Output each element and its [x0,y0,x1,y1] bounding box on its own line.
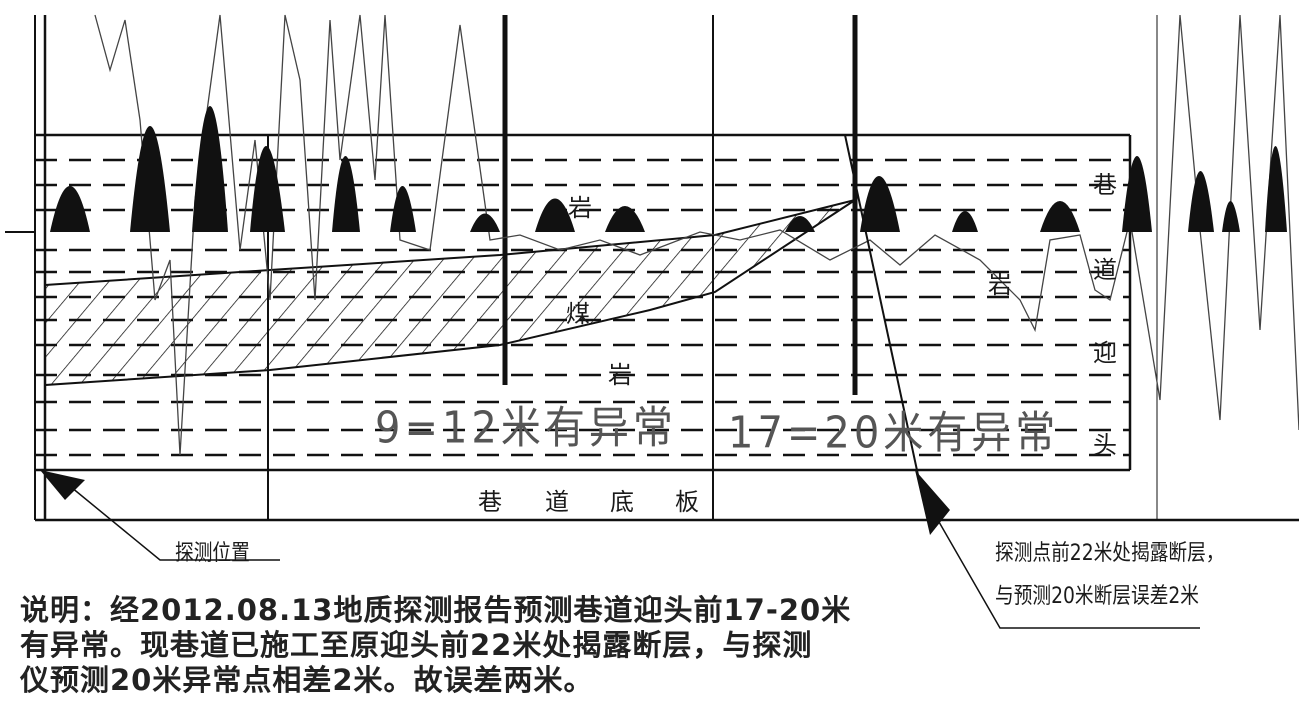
heading-label-3: 迎 [1093,339,1117,367]
fault-line [59,134,1200,629]
waveform [94,14,1299,456]
rock-label-right: 岩 [988,271,1012,299]
description-line-2: 有异常。现巷道已施工至原迎头前22米处揭露断层，与探测 [20,628,813,662]
coal-label: 煤 [566,300,590,328]
amplitude-peaks [50,106,1287,232]
rock-label-upper: 岩 [568,194,592,222]
floor-label-4: 板 [675,488,699,516]
anomaly-label-17-20m: 17=20米有异常 [728,408,1060,459]
floor-label-1: 巷 [478,488,502,516]
anomaly-label-9-12m: 9=12米有异常 [375,403,677,454]
fault-note-line-2: 与预测20米断层误差2米 [995,584,1199,609]
heading-label-2: 道 [1093,256,1117,284]
coal-seam [44,199,856,387]
description-line-3: 仪预测20米异常点相差2米。故误差两米。 [20,663,594,697]
rock-label-lower: 岩 [608,361,632,389]
description-line-1: 说明：经2012.08.13地质探测报告预测巷道迎头前17-20米 [20,593,852,627]
heading-label-1: 巷 [1093,171,1117,199]
fault-arrow-icon [915,470,950,535]
floor-label-2: 道 [545,488,569,516]
heading-label-4: 头 [1093,431,1117,459]
probe-position-label: 探测位置 [175,541,250,566]
fault-note-line-1: 探测点前22米处揭露断层， [995,541,1225,566]
floor-label-3: 底 [610,488,634,516]
probe-arrow-icon [40,470,85,500]
